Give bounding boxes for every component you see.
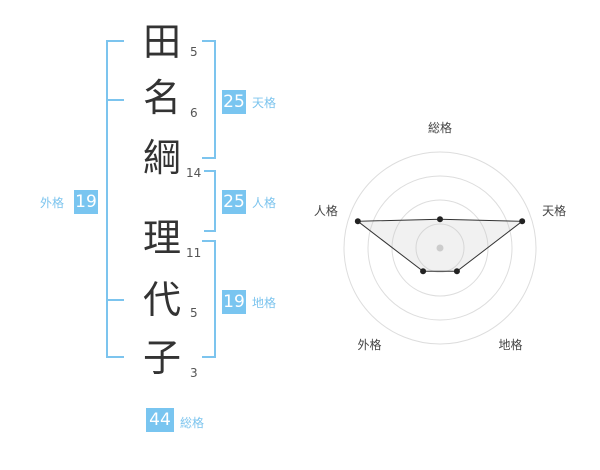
outer-bracket [106, 40, 124, 358]
stroke-count-5: 5 [190, 306, 198, 320]
radar-ring [343, 151, 537, 345]
radar-ring [367, 175, 513, 321]
chikaku-label: 地格 [252, 296, 277, 310]
radar-axis-label: 地格 [499, 337, 523, 352]
radar-axis-label: 外格 [357, 337, 381, 352]
stroke-count-3: 14 [186, 166, 202, 180]
radar-point [437, 216, 443, 223]
radar-axis-label: 天格 [542, 203, 566, 218]
chikaku-badge: 19 [222, 290, 246, 314]
tenkaku-label: 天格 [252, 96, 277, 110]
radar-center-dot [436, 244, 444, 252]
stroke-count-4: 11 [186, 246, 202, 260]
radar-axis-label: 人格 [314, 203, 338, 218]
jinkaku-label: 人格 [252, 196, 277, 210]
jinkaku-badge: 25 [222, 190, 246, 214]
outer-bracket-tick-1 [106, 99, 124, 101]
name-char-1: 田 [142, 20, 181, 64]
tenkaku-bracket [202, 40, 216, 159]
radar-point [453, 268, 460, 275]
stroke-count-6: 3 [190, 366, 198, 380]
stroke-count-2: 6 [190, 106, 198, 120]
stroke-count-1: 5 [190, 45, 198, 59]
name-char-6: 子 [142, 336, 181, 380]
jinkaku-bracket [204, 170, 216, 232]
soukaku-badge: 44 [146, 408, 174, 432]
tenkaku-badge: 25 [222, 90, 246, 114]
outer-bracket-tick-2 [106, 299, 124, 301]
name-char-5: 代 [142, 278, 181, 322]
radar-point [420, 268, 427, 275]
radar-points [354, 216, 526, 275]
name-char-4: 理 [142, 216, 181, 260]
name-char-3: 綱 [142, 136, 181, 180]
radar-ring [415, 223, 465, 273]
radar-axis-label: 総格 [428, 120, 452, 135]
radar-point [354, 218, 361, 225]
gaikaku-label: 外格 [40, 196, 65, 210]
soukaku-label: 総格 [180, 416, 205, 430]
chikaku-bracket [202, 240, 216, 358]
name-char-2: 名 [142, 76, 181, 120]
gaikaku-badge: 19 [74, 190, 98, 214]
radar-point [519, 218, 526, 225]
